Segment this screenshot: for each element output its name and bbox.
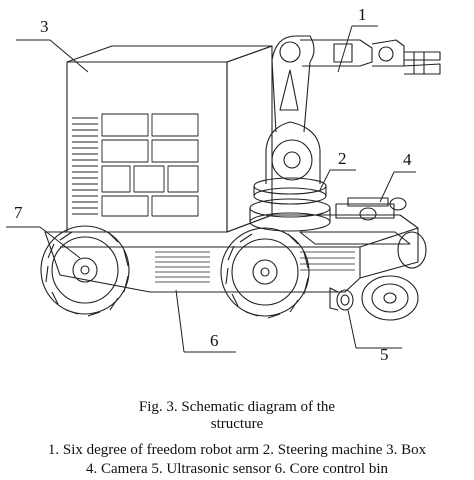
callout-3: 3	[40, 17, 49, 36]
robot-arm	[265, 35, 441, 184]
callout-7: 7	[14, 203, 23, 222]
box-vent-panel	[72, 113, 199, 217]
leader-lines	[6, 25, 416, 353]
wheel-front-right	[220, 227, 310, 319]
callout-4: 4	[403, 150, 412, 169]
wheel-rear-left	[397, 231, 427, 269]
callout-5: 5	[380, 345, 389, 364]
figure-caption-line2: structure	[210, 416, 264, 432]
wheel-rear-right	[361, 275, 419, 321]
camera	[335, 197, 407, 221]
figure-legend-line2: 4. Camera 5. Ultrasonic sensor 6. Core c…	[85, 461, 388, 477]
wheel-front-left	[40, 225, 130, 317]
figure-legend-line1: 1. Six degree of freedom robot arm 2. St…	[47, 442, 427, 458]
callout-2: 2	[338, 149, 347, 168]
box-outline	[66, 45, 273, 233]
chassis-body	[44, 214, 419, 293]
steering-machine	[249, 177, 331, 232]
chassis-vent-slots	[155, 251, 355, 283]
ultrasonic-sensor	[329, 287, 354, 311]
callout-6: 6	[210, 331, 219, 350]
figure-caption-line1: Fig. 3. Schematic diagram of the	[138, 399, 336, 415]
callout-1: 1	[358, 5, 367, 24]
robot-structure-diagram	[6, 25, 441, 353]
